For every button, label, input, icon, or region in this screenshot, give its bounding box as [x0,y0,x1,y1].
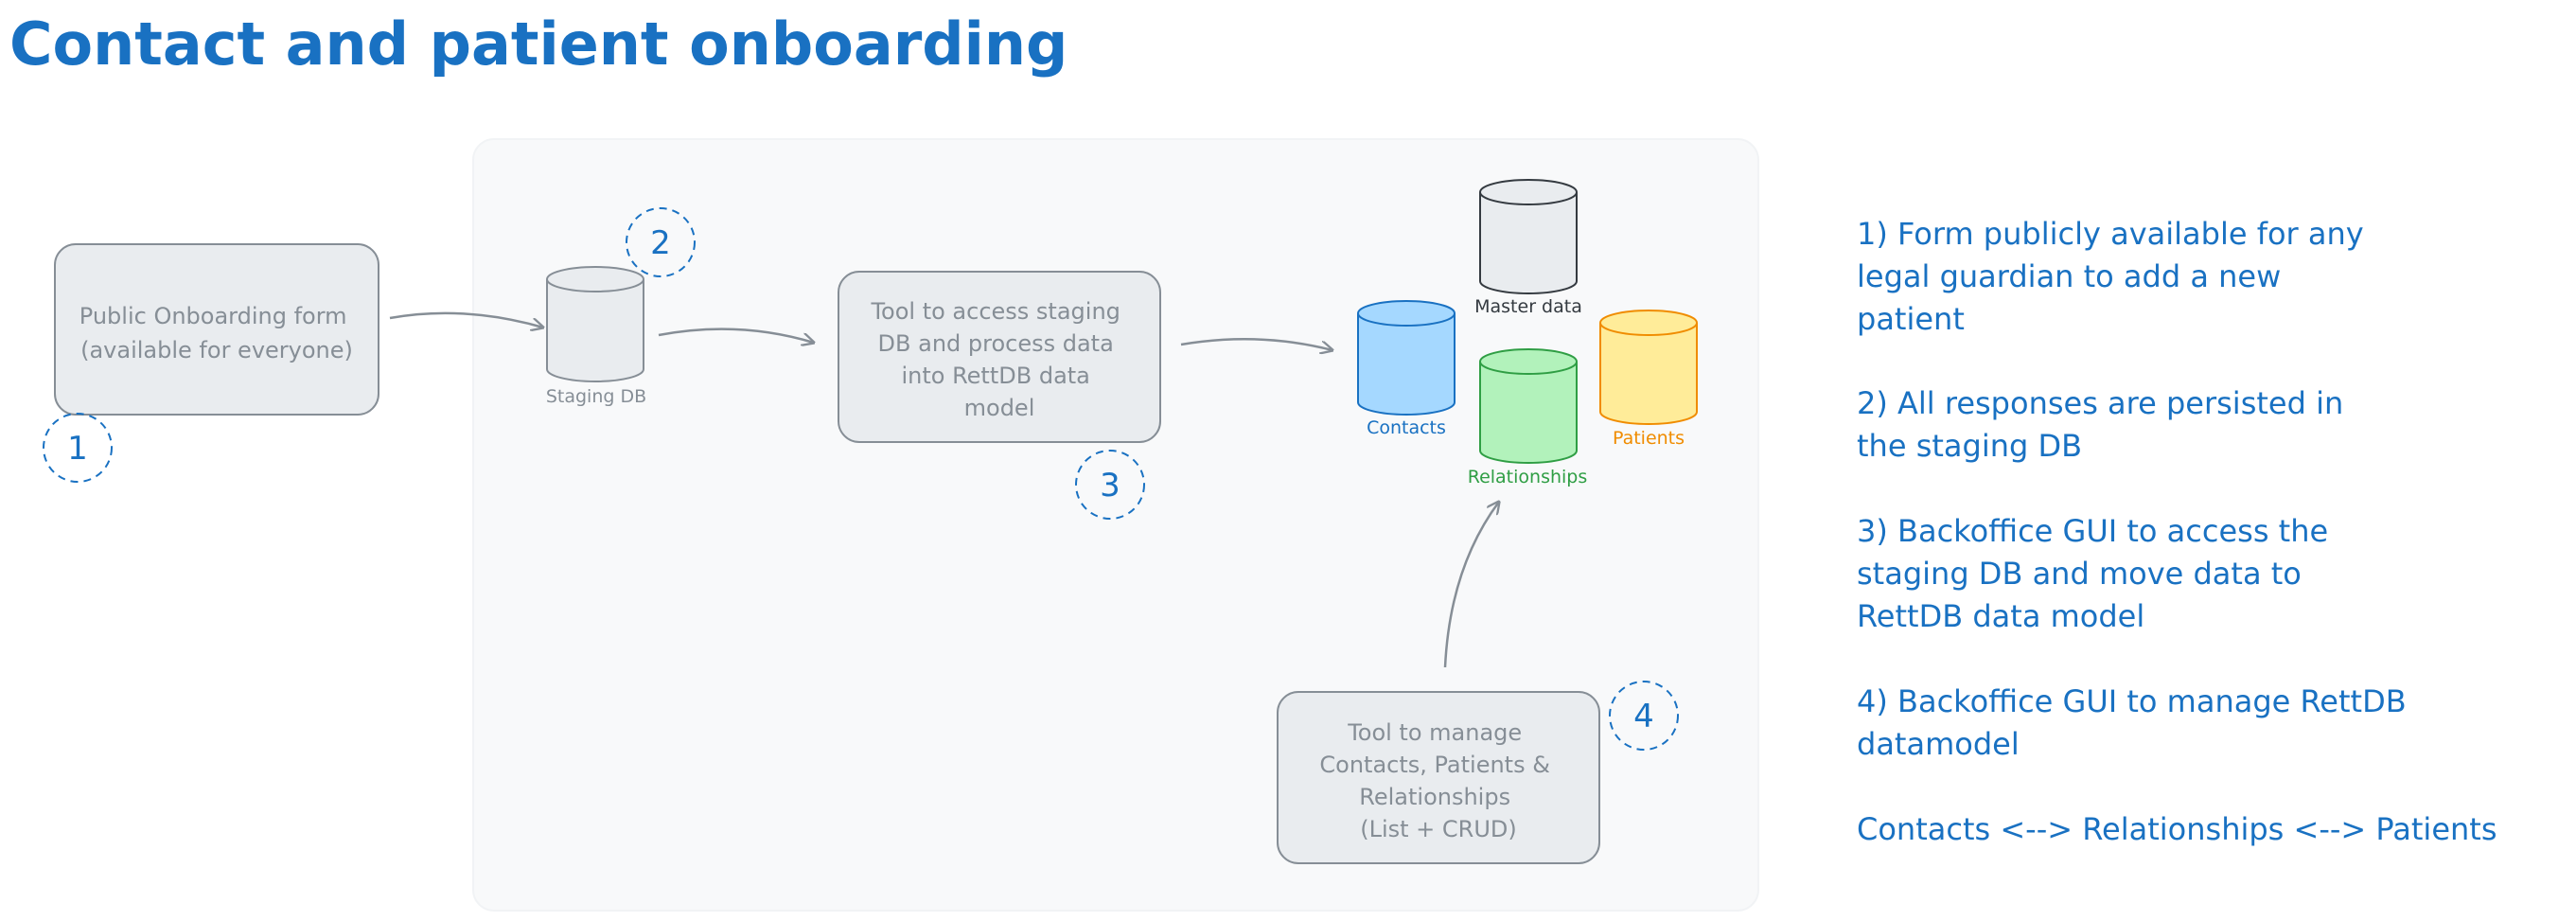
note-3-line-1: 3) Backoffice GUI to access the [1857,513,2328,549]
staging-tool-line-2: DB and process data [878,330,1114,357]
arrow-tool-to-datamodel [1180,338,1332,350]
manage-tool-line-4: (List + CRUD) [1360,816,1517,842]
note-3: 3) Backoffice GUI to access the staging … [1857,513,2338,634]
svg-text:Tool to manage Contacts,: Tool to manage Contacts, Patients & Rela… [1319,719,1557,842]
svg-text:Tool to access staging D: Tool to access staging DB and process da… [870,298,1127,421]
note-2: 2) All responses are persisted in the st… [1857,385,2353,464]
note-1-line-3: patient [1857,301,1965,337]
note-2-line-2: the staging DB [1857,428,2082,464]
manage-tool-line-3: Relationships [1359,784,1510,810]
step-badge-2-label: 2 [650,224,671,262]
step-badge-3-label: 3 [1100,467,1120,505]
note-4-line-2: datamodel [1857,726,2020,762]
staging-tool-line-3: into RettDB data [901,363,1089,389]
public-form-line-1: Public Onboarding form [79,303,347,329]
note-5-line-1: Contacts <--> Relationships <--> Patient… [1857,811,2497,847]
manage-tool-line-1: Tool to manage [1347,719,1522,746]
patients-cylinder: Patients [1599,310,1698,449]
contacts-cylinder: Contacts [1357,300,1456,438]
note-2-line-1: 2) All responses are persisted in [1857,385,2343,421]
arrow-staging-to-tool [658,328,814,343]
relationships-label: Relationships [1468,467,1588,487]
note-1-line-2: legal guardian to add a new [1857,258,2281,294]
note-4-line-1: 4) Backoffice GUI to manage RettDB [1857,683,2407,719]
note-1-line-1: 1) Form publicly available for any [1857,216,2364,252]
step-badge-3: 3 [1075,450,1145,520]
note-3-line-2: staging DB and move data to [1857,556,2302,592]
master-data-label: Master data [1474,296,1582,317]
page-title: Contact and patient onboarding [9,9,1067,79]
step-badge-2: 2 [626,207,696,277]
staging-db-label: Staging DB [546,386,646,407]
public-onboarding-form-box: Public Onboarding form (available for ev… [54,243,379,416]
patients-label: Patients [1613,428,1685,449]
staging-tool-box: Tool to access staging DB and process da… [838,271,1161,443]
step-badge-4: 4 [1609,681,1679,751]
manage-tool-box: Tool to manage Contacts, Patients & Rela… [1277,691,1600,864]
contacts-label: Contacts [1367,417,1446,438]
note-4: 4) Backoffice GUI to manage RettDB datam… [1857,683,2416,762]
relationships-cylinder: Relationships [1468,348,1588,487]
staging-tool-line-1: Tool to access staging [870,298,1120,325]
svg-text:Public Onboarding form (: Public Onboarding form (available for ev… [79,303,354,363]
public-form-line-2: (available for everyone) [80,337,353,363]
step-badge-4-label: 4 [1633,698,1654,735]
step-badge-1: 1 [43,413,113,483]
note-1: 1) Form publicly available for any legal… [1857,216,2373,337]
staging-tool-line-4: model [964,395,1035,421]
manage-tool-line-2: Contacts, Patients & [1319,752,1550,778]
notes-panel: 1) Form publicly available for any legal… [1857,216,2497,847]
note-5: Contacts <--> Relationships <--> Patient… [1857,811,2497,847]
master-data-cylinder: Master data [1474,179,1582,317]
arrow-form-to-staging [389,311,543,328]
staging-db-cylinder: Staging DB [546,266,646,407]
arrow-manage-to-datamodel [1443,502,1499,668]
step-badge-1-label: 1 [67,430,88,468]
note-3-line-3: RettDB data model [1857,598,2144,634]
